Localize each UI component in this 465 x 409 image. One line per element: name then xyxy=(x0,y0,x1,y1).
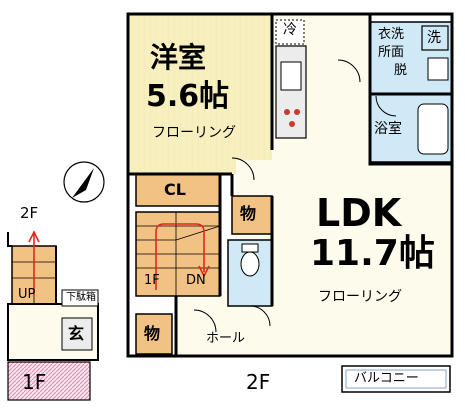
bathroom-label: 浴室 xyxy=(374,121,402,137)
stove-icon xyxy=(284,109,300,127)
shoe-box xyxy=(61,289,99,307)
storage-bottom xyxy=(135,313,173,355)
genkan-label: 玄 xyxy=(68,324,85,343)
washer-label: 洗 xyxy=(427,30,441,46)
storage-bottom-label: 物 xyxy=(144,324,161,343)
storage-top-label: 物 xyxy=(240,204,257,223)
side-upper-floor-label: 2F xyxy=(20,204,39,222)
fridge-space xyxy=(275,19,305,45)
western-room-floor: フローリング xyxy=(152,125,236,141)
side-lower-floor-label: 1F xyxy=(22,370,47,394)
hall-label: ホール xyxy=(206,331,246,346)
side-up-label: UP xyxy=(18,287,36,302)
closet-label: CL xyxy=(164,180,186,199)
toilet-bowl xyxy=(240,251,260,277)
ldk-size: 11.7帖 xyxy=(310,233,435,274)
washer-box xyxy=(421,25,449,51)
door-swings xyxy=(193,59,397,333)
stairs-1f-label: 1F xyxy=(144,273,160,288)
stairs-dn-label: DN xyxy=(186,273,206,288)
stairs-arrow xyxy=(155,223,205,290)
walls xyxy=(126,12,454,358)
kitchen-sink xyxy=(280,61,302,91)
dressing-label-line3: 脱 xyxy=(394,63,408,78)
western-room-name: 洋室 xyxy=(150,41,207,74)
compass-icon xyxy=(63,161,105,203)
bathtub xyxy=(417,103,449,155)
fridge-label: 冷 xyxy=(283,22,297,38)
shoe-box-label: 下駄箱 xyxy=(66,292,96,303)
ldk-name: LDK xyxy=(316,191,402,235)
western-room-size: 5.6帖 xyxy=(146,79,230,114)
main-floor-label: 2F xyxy=(246,370,271,394)
entry-porch xyxy=(7,361,91,401)
balcony-label: バルコニー xyxy=(354,371,419,386)
stair-treads xyxy=(136,212,221,296)
ldk-floor: フローリング xyxy=(318,289,402,305)
sink xyxy=(427,57,449,81)
genkan-floor xyxy=(61,317,93,351)
dressing-label-line1: 衣洗 xyxy=(378,27,405,42)
closet xyxy=(135,173,221,207)
dressing-label-line2: 所面 xyxy=(378,45,405,60)
